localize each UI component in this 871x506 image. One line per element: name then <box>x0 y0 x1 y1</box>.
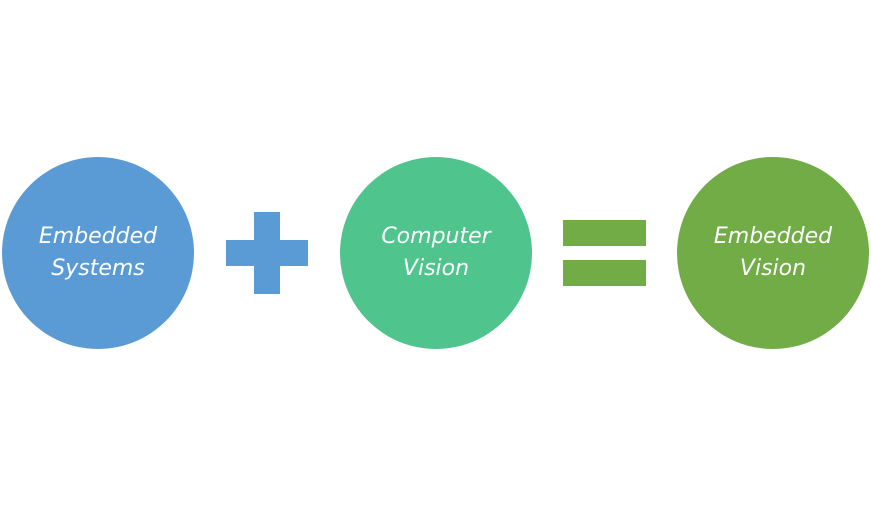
circle-label-line2: Vision <box>402 256 470 281</box>
circle-label-line1: Embedded <box>713 224 833 249</box>
plus-icon <box>226 212 308 294</box>
circle-label-line1: Computer <box>381 224 491 249</box>
computer-vision-circle: Computer Vision <box>340 157 532 349</box>
equals-top-bar <box>563 220 646 246</box>
equals-bottom-bar <box>563 260 646 286</box>
embedded-vision-circle: Embedded Vision <box>677 157 869 349</box>
circle-label-line2: Vision <box>739 256 807 281</box>
circle-label-line1: Embedded <box>38 224 158 249</box>
plus-horizontal-bar <box>226 240 308 266</box>
embedded-systems-circle: Embedded Systems <box>2 157 194 349</box>
equals-icon <box>563 220 646 286</box>
circle-label-line2: Systems <box>51 256 145 281</box>
